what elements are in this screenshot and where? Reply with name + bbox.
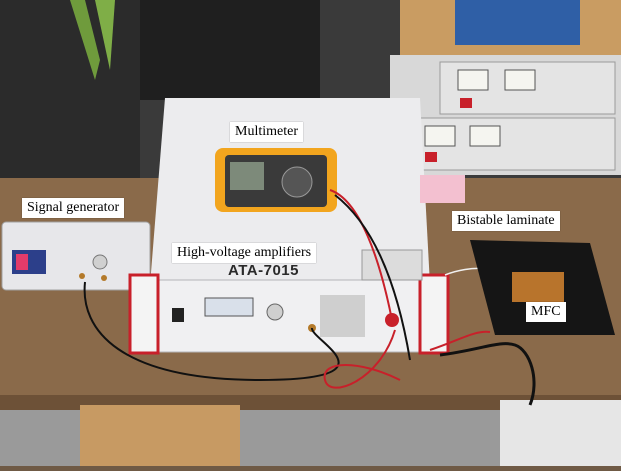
red-cable-loop — [323, 329, 401, 389]
screen-trace — [16, 254, 28, 270]
red-clip-lead — [429, 330, 491, 351]
signal-generator-label: Signal generator — [22, 198, 125, 218]
mfc-patch — [512, 272, 564, 302]
red-probe-lead — [329, 189, 393, 321]
clip-cable — [439, 342, 536, 406]
analog-meter — [504, 69, 536, 91]
power-button — [460, 98, 472, 108]
bnc-connector — [79, 273, 85, 279]
signal-cable — [83, 281, 340, 382]
floor-bag — [500, 400, 621, 466]
amplifier-handle-left — [128, 273, 160, 355]
amplifier-handle-right — [418, 273, 450, 355]
plant-leaf — [70, 0, 100, 80]
high-voltage-amplifiers-label: High-voltage amplifiers — [172, 243, 317, 263]
bnc-connector — [101, 275, 107, 281]
analog-meter — [457, 69, 489, 91]
amplifier-vent — [320, 295, 365, 337]
monitor — [140, 0, 320, 100]
bistable-laminate-label: Bistable laminate — [452, 211, 560, 231]
pink-paper — [420, 175, 465, 203]
multimeter-dial — [281, 166, 313, 198]
amplifier-switch — [172, 308, 184, 322]
box-label — [455, 0, 580, 45]
amplifier-knob — [266, 303, 284, 321]
analog-meter — [424, 125, 456, 147]
knob — [92, 254, 108, 270]
multimeter-label: Multimeter — [230, 122, 303, 142]
analog-meter — [469, 125, 501, 147]
floor-box — [80, 405, 240, 466]
black-probe-lead — [334, 194, 411, 361]
amplifier-sticker — [361, 249, 423, 281]
amplifier-display — [204, 297, 254, 317]
power-button — [425, 152, 437, 162]
multimeter-lcd — [230, 162, 264, 190]
amplifier-model-text: ATA-7015 — [228, 262, 299, 279]
plant-leaf — [95, 0, 115, 70]
dark-panel — [0, 0, 140, 190]
mfc-label: MFC — [526, 302, 566, 322]
